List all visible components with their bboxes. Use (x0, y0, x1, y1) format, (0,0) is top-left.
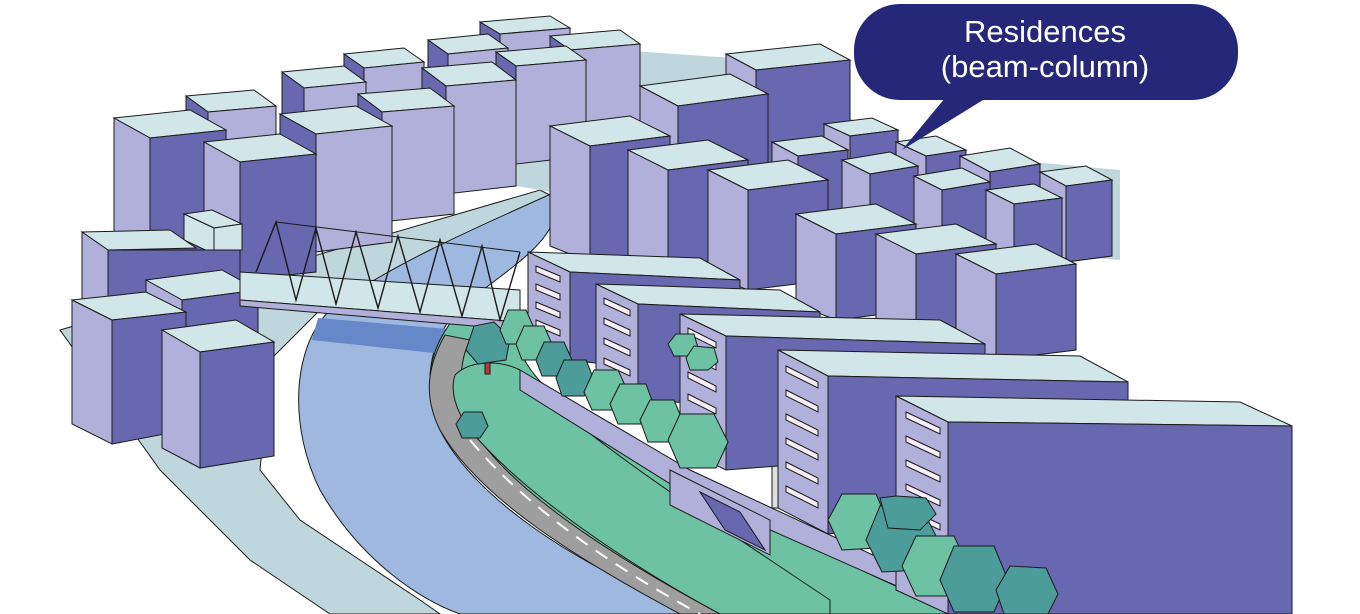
building (202, 133, 318, 281)
stairs (698, 490, 767, 552)
retaining-wall (519, 369, 1001, 614)
building (160, 319, 276, 469)
tree (685, 345, 719, 371)
callout-pointer (902, 92, 996, 150)
truss-bridge (239, 219, 521, 331)
callout-label-line2: (beam-column) (940, 49, 1150, 84)
tree (455, 411, 489, 439)
residences-callout (854, 4, 1238, 150)
building (182, 209, 244, 255)
building (954, 243, 1078, 361)
building-cluster-back (70, 15, 642, 469)
bridge-truss (255, 219, 521, 323)
tree (939, 545, 1009, 613)
callout-label: Residences (beam-column) (880, 14, 1210, 84)
trees (455, 309, 1059, 614)
tree (879, 495, 937, 531)
tree (667, 413, 729, 469)
callout-label-line1: Residences (964, 14, 1126, 49)
tree (995, 565, 1059, 614)
building-cluster-right (548, 43, 1114, 361)
road-centerline (469, 439, 701, 614)
callout-bubble (854, 4, 1238, 100)
river-bridge-shadow (312, 318, 462, 356)
